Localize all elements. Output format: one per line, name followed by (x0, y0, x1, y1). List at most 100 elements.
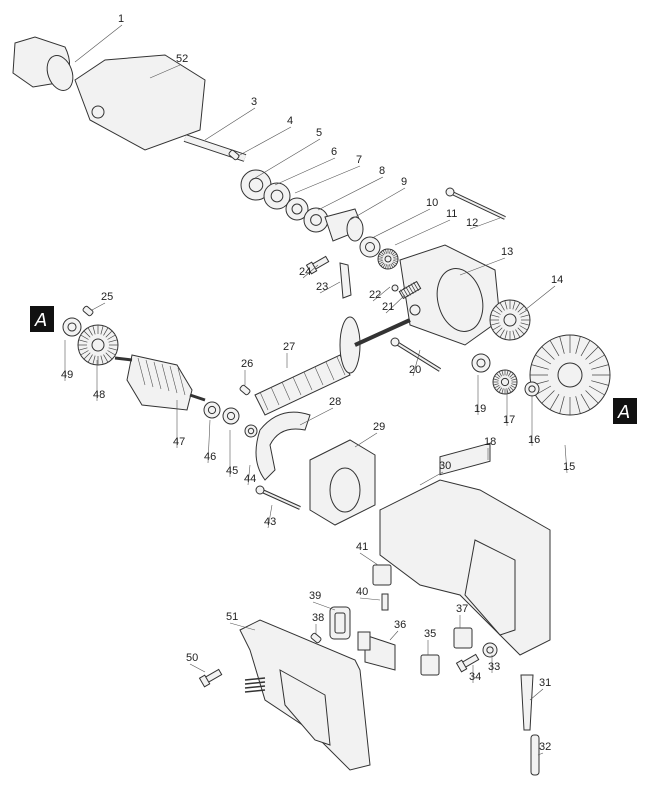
part-capacitor: 37 (453, 603, 473, 649)
part-retaining-ring-2: 7 (285, 154, 362, 221)
part-field: 29 (309, 421, 385, 526)
part-number-label: 15 (563, 461, 575, 473)
leader-line (267, 504, 273, 529)
part-number-label: 14 (551, 274, 563, 286)
part-number-label: 5 (316, 127, 322, 139)
part-woodruff-key: 4 (228, 115, 293, 161)
leader-line (189, 663, 206, 673)
leader-line (469, 217, 501, 230)
part-number-label: 18 (484, 436, 496, 448)
part-number-label: 10 (426, 197, 438, 209)
part-fan: 48 (77, 324, 119, 401)
part-tapping-screw-2: 50 (186, 652, 223, 688)
part-fan-baffle: 15 (529, 334, 611, 474)
part-number-label: 28 (329, 396, 341, 408)
part-number-label: 40 (356, 586, 368, 598)
leader-line (207, 419, 211, 464)
leader-line (459, 257, 506, 276)
part-motor-housing: 30 (379, 460, 551, 656)
leader-line (312, 601, 336, 611)
part-number-label: 34 (469, 671, 481, 683)
part-retaining-ring: 5 (240, 127, 322, 201)
part-number-label: 23 (316, 281, 328, 293)
part-pin: 25 (82, 291, 113, 317)
leader-line (394, 219, 451, 246)
part-flat-washer-2: 46 (203, 401, 221, 464)
part-carbon-brush: 40 (356, 586, 389, 611)
part-number-label: 36 (394, 619, 406, 631)
leader-line (254, 138, 321, 179)
part-number-label: 12 (466, 217, 478, 229)
part-insulation-washer: 44 (244, 424, 258, 486)
part-baffle-plate: 28 (255, 396, 341, 481)
part-switch: 36 (357, 619, 406, 671)
part-lock-plate: 23 (316, 262, 352, 299)
part-reverse-lever: 39 (309, 590, 351, 640)
part-number-label: 45 (226, 465, 238, 477)
part-number-label: 21 (382, 301, 394, 313)
part-number-label: 48 (93, 389, 105, 401)
part-number-label: 19 (474, 403, 486, 415)
leader-line (529, 688, 544, 701)
part-washer: 16 (524, 381, 540, 446)
part-number-label: 50 (186, 652, 198, 664)
part-noise-suppressor: 35 (420, 628, 440, 676)
part-gear-housing: 13 (399, 244, 513, 346)
part-number-label: 24 (299, 266, 311, 278)
part-number-label: 20 (409, 364, 421, 376)
part-long-screw-2: 43 (255, 485, 301, 529)
leader-line (359, 552, 379, 566)
part-name-plate: 18 (439, 436, 496, 476)
part-number-label: 7 (356, 154, 362, 166)
leader-line (319, 281, 341, 294)
part-keyed-chuck: 1 (12, 13, 124, 91)
part-front-cover: 52 (74, 53, 206, 151)
svg-text:A: A (617, 402, 630, 423)
part-tapping-screw: 34 (455, 653, 481, 683)
part-cord-guard: 31 (520, 674, 551, 731)
leader-line (371, 208, 431, 239)
leader-line (564, 444, 568, 474)
part-number-label: 37 (456, 603, 468, 615)
part-number-label: 33 (488, 661, 500, 673)
leader-line (385, 294, 406, 314)
part-pan-head-screw: 24 (299, 255, 330, 279)
part-number-label: 46 (204, 451, 216, 463)
part-number-label: 13 (501, 246, 513, 258)
part-number-label: 3 (251, 96, 257, 108)
part-number-label: 44 (244, 473, 256, 485)
part-number-label: 25 (101, 291, 113, 303)
part-number-label: 38 (312, 612, 324, 624)
part-number-label: 22 (369, 289, 381, 301)
leader-line (354, 432, 378, 448)
part-number-label: 31 (539, 677, 551, 689)
part-number-label: 11 (446, 208, 457, 220)
part-number-label: 9 (401, 176, 407, 188)
part-number-label: 29 (373, 421, 385, 433)
leader-line (229, 622, 256, 631)
leader-line (299, 407, 334, 426)
part-number-label: 6 (331, 146, 337, 158)
section-marker-a: A (30, 306, 54, 332)
part-number-label: 27 (283, 341, 295, 353)
leader-line (537, 752, 544, 756)
part-ball-bearing-3: 45 (222, 407, 240, 477)
part-cord: 32 (530, 734, 551, 776)
leader-line (412, 349, 421, 377)
part-number-label: 26 (241, 358, 253, 370)
part-ball-bearing: 8 (303, 165, 385, 233)
part-armature: 47 (114, 354, 206, 448)
leader-line (359, 597, 381, 601)
part-number-label: 52 (176, 53, 188, 65)
leader-line (372, 286, 391, 302)
part-number-label: 32 (539, 741, 551, 753)
svg-text:A: A (34, 310, 47, 331)
part-number-label: 16 (528, 434, 540, 446)
leader-line (524, 285, 556, 311)
part-number-label: 51 (226, 611, 238, 623)
part-needle-bearing: 10 (359, 197, 438, 258)
leader-line (317, 176, 384, 211)
part-steel-ball: 22 (369, 284, 399, 302)
part-number-label: 8 (379, 165, 385, 177)
